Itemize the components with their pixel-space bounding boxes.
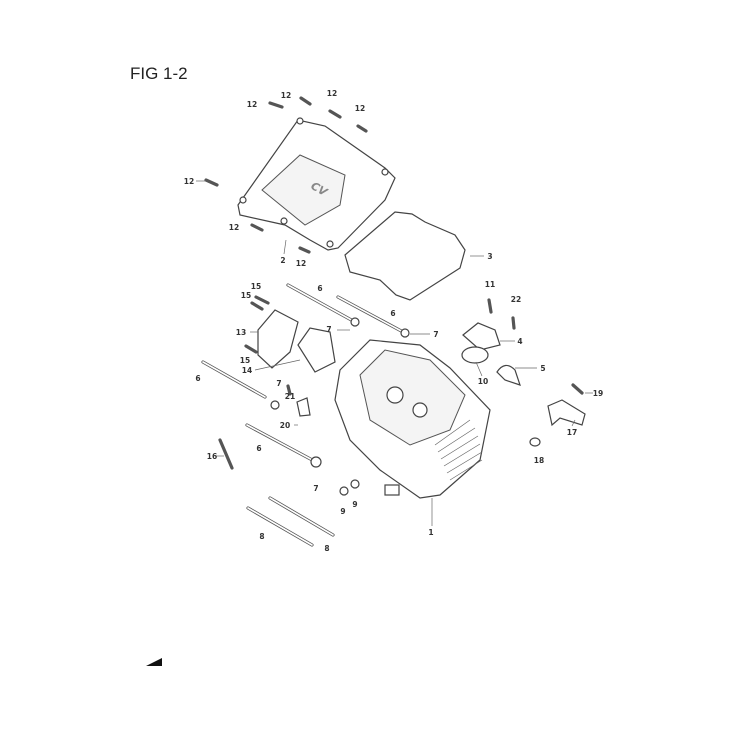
valve-cover: CV: [237, 117, 396, 251]
callout-16: 16: [207, 452, 217, 461]
callout-7: 7: [276, 379, 281, 388]
leader-lines: [196, 180, 593, 526]
callout-2: 2: [280, 256, 285, 265]
small-parts: [218, 295, 586, 496]
callout-14: 14: [242, 366, 252, 375]
callout-8: 8: [324, 544, 329, 553]
callout-12: 12: [184, 177, 194, 186]
callout-12: 12: [281, 91, 291, 100]
callout-15: 15: [240, 356, 250, 365]
corner-mark-icon: [146, 658, 162, 666]
callout-3: 3: [487, 252, 492, 261]
figure-title: FIG 1-2: [130, 64, 188, 83]
callout-17: 17: [567, 428, 577, 437]
callout-5: 5: [540, 364, 545, 373]
callout-13: 13: [236, 328, 246, 337]
callout-4: 4: [517, 337, 522, 346]
callout-15: 15: [241, 291, 251, 300]
callout-12: 12: [229, 223, 239, 232]
callout-22: 22: [511, 295, 521, 304]
callout-6: 6: [195, 374, 200, 383]
callout-9: 9: [352, 500, 357, 509]
callout-8: 8: [259, 532, 264, 541]
callout-12: 12: [355, 104, 365, 113]
callout-1: 1: [428, 528, 433, 537]
cover-gasket: [344, 211, 466, 301]
cover-bolts: [204, 96, 368, 254]
callout-15: 15: [251, 282, 261, 291]
callout-6: 6: [317, 284, 322, 293]
callout-7: 7: [313, 484, 318, 493]
callout-11: 11: [485, 280, 495, 289]
callout-6: 6: [390, 309, 395, 318]
callout-12: 12: [247, 100, 257, 109]
callout-18: 18: [534, 456, 544, 465]
callout-10: 10: [478, 377, 488, 386]
callout-7: 7: [433, 330, 438, 339]
callout-20: 20: [280, 421, 290, 430]
callout-12: 12: [327, 89, 337, 98]
callout-6: 6: [256, 444, 261, 453]
cylinder-head: [334, 339, 491, 499]
callout-19: 19: [593, 389, 603, 398]
callout-9: 9: [340, 507, 345, 516]
callout-12: 12: [296, 259, 306, 268]
head-bolts: [201, 283, 410, 547]
callout-21: 21: [285, 392, 295, 401]
callout-labels: 12 12 12 12 12 12 12 2 3 15 15 15 6 6 6 …: [184, 89, 603, 553]
callout-7: 7: [326, 325, 331, 334]
